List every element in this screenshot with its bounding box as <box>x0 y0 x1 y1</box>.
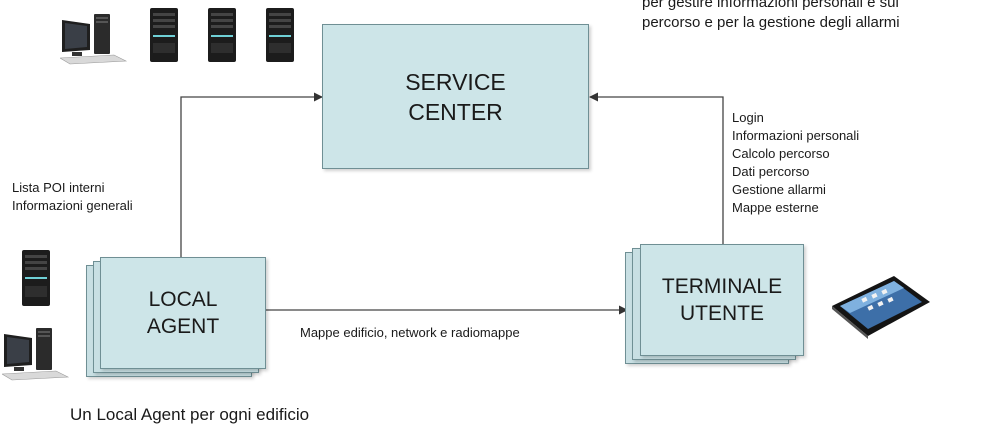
terminale-label-line1: TERMINALE <box>661 275 783 298</box>
arrow-terminale-to-service-center <box>589 92 724 244</box>
right-label: Login <box>732 110 764 125</box>
local-agent-label-line1: LOCAL <box>148 288 218 311</box>
service-center-label-line1: SERVICE <box>405 68 506 95</box>
right-label: Mappe esterne <box>732 200 819 215</box>
bottom-link-label: Mappe edificio, network e radiomappe <box>300 325 520 340</box>
left-labels: Lista POI interni Informazioni generali <box>12 179 133 215</box>
service-center-box: SERVICE CENTER <box>322 24 589 169</box>
server-tower-icon <box>208 8 236 62</box>
right-label: Dati percorso <box>732 164 810 179</box>
arrow-local-agent-to-service-center <box>180 92 323 258</box>
local-agent-label-line2: AGENT <box>146 315 220 338</box>
terminale-utente-box: TERMINALE UTENTE <box>640 244 804 356</box>
top-note: per gestire informazioni personali e sul… <box>642 0 900 33</box>
service-center-label-line2: CENTER <box>408 98 503 125</box>
right-labels: Login Informazioni personali Calcolo per… <box>732 109 859 217</box>
left-label: Lista POI interni <box>12 180 105 195</box>
tablet-icon <box>832 276 930 339</box>
terminale-label-line2: UTENTE <box>680 302 764 325</box>
right-label: Gestione allarmi <box>732 182 826 197</box>
desktop-computer-icon <box>60 14 128 65</box>
left-label: Informazioni generali <box>12 198 133 213</box>
server-tower-icon <box>266 8 294 62</box>
top-note-line2: percorso e per la gestione degli allarmi <box>642 14 900 31</box>
desktop-computer-icon <box>2 328 70 381</box>
server-tower-icon <box>22 250 50 306</box>
footer-caption: Un Local Agent per ogni edificio <box>70 405 310 424</box>
server-tower-icon <box>150 8 178 62</box>
top-note-line1: per gestire informazioni personali e sul <box>642 0 899 11</box>
right-label: Calcolo percorso <box>732 146 830 161</box>
right-label: Informazioni personali <box>732 128 860 143</box>
local-agent-box: LOCAL AGENT <box>100 257 266 369</box>
